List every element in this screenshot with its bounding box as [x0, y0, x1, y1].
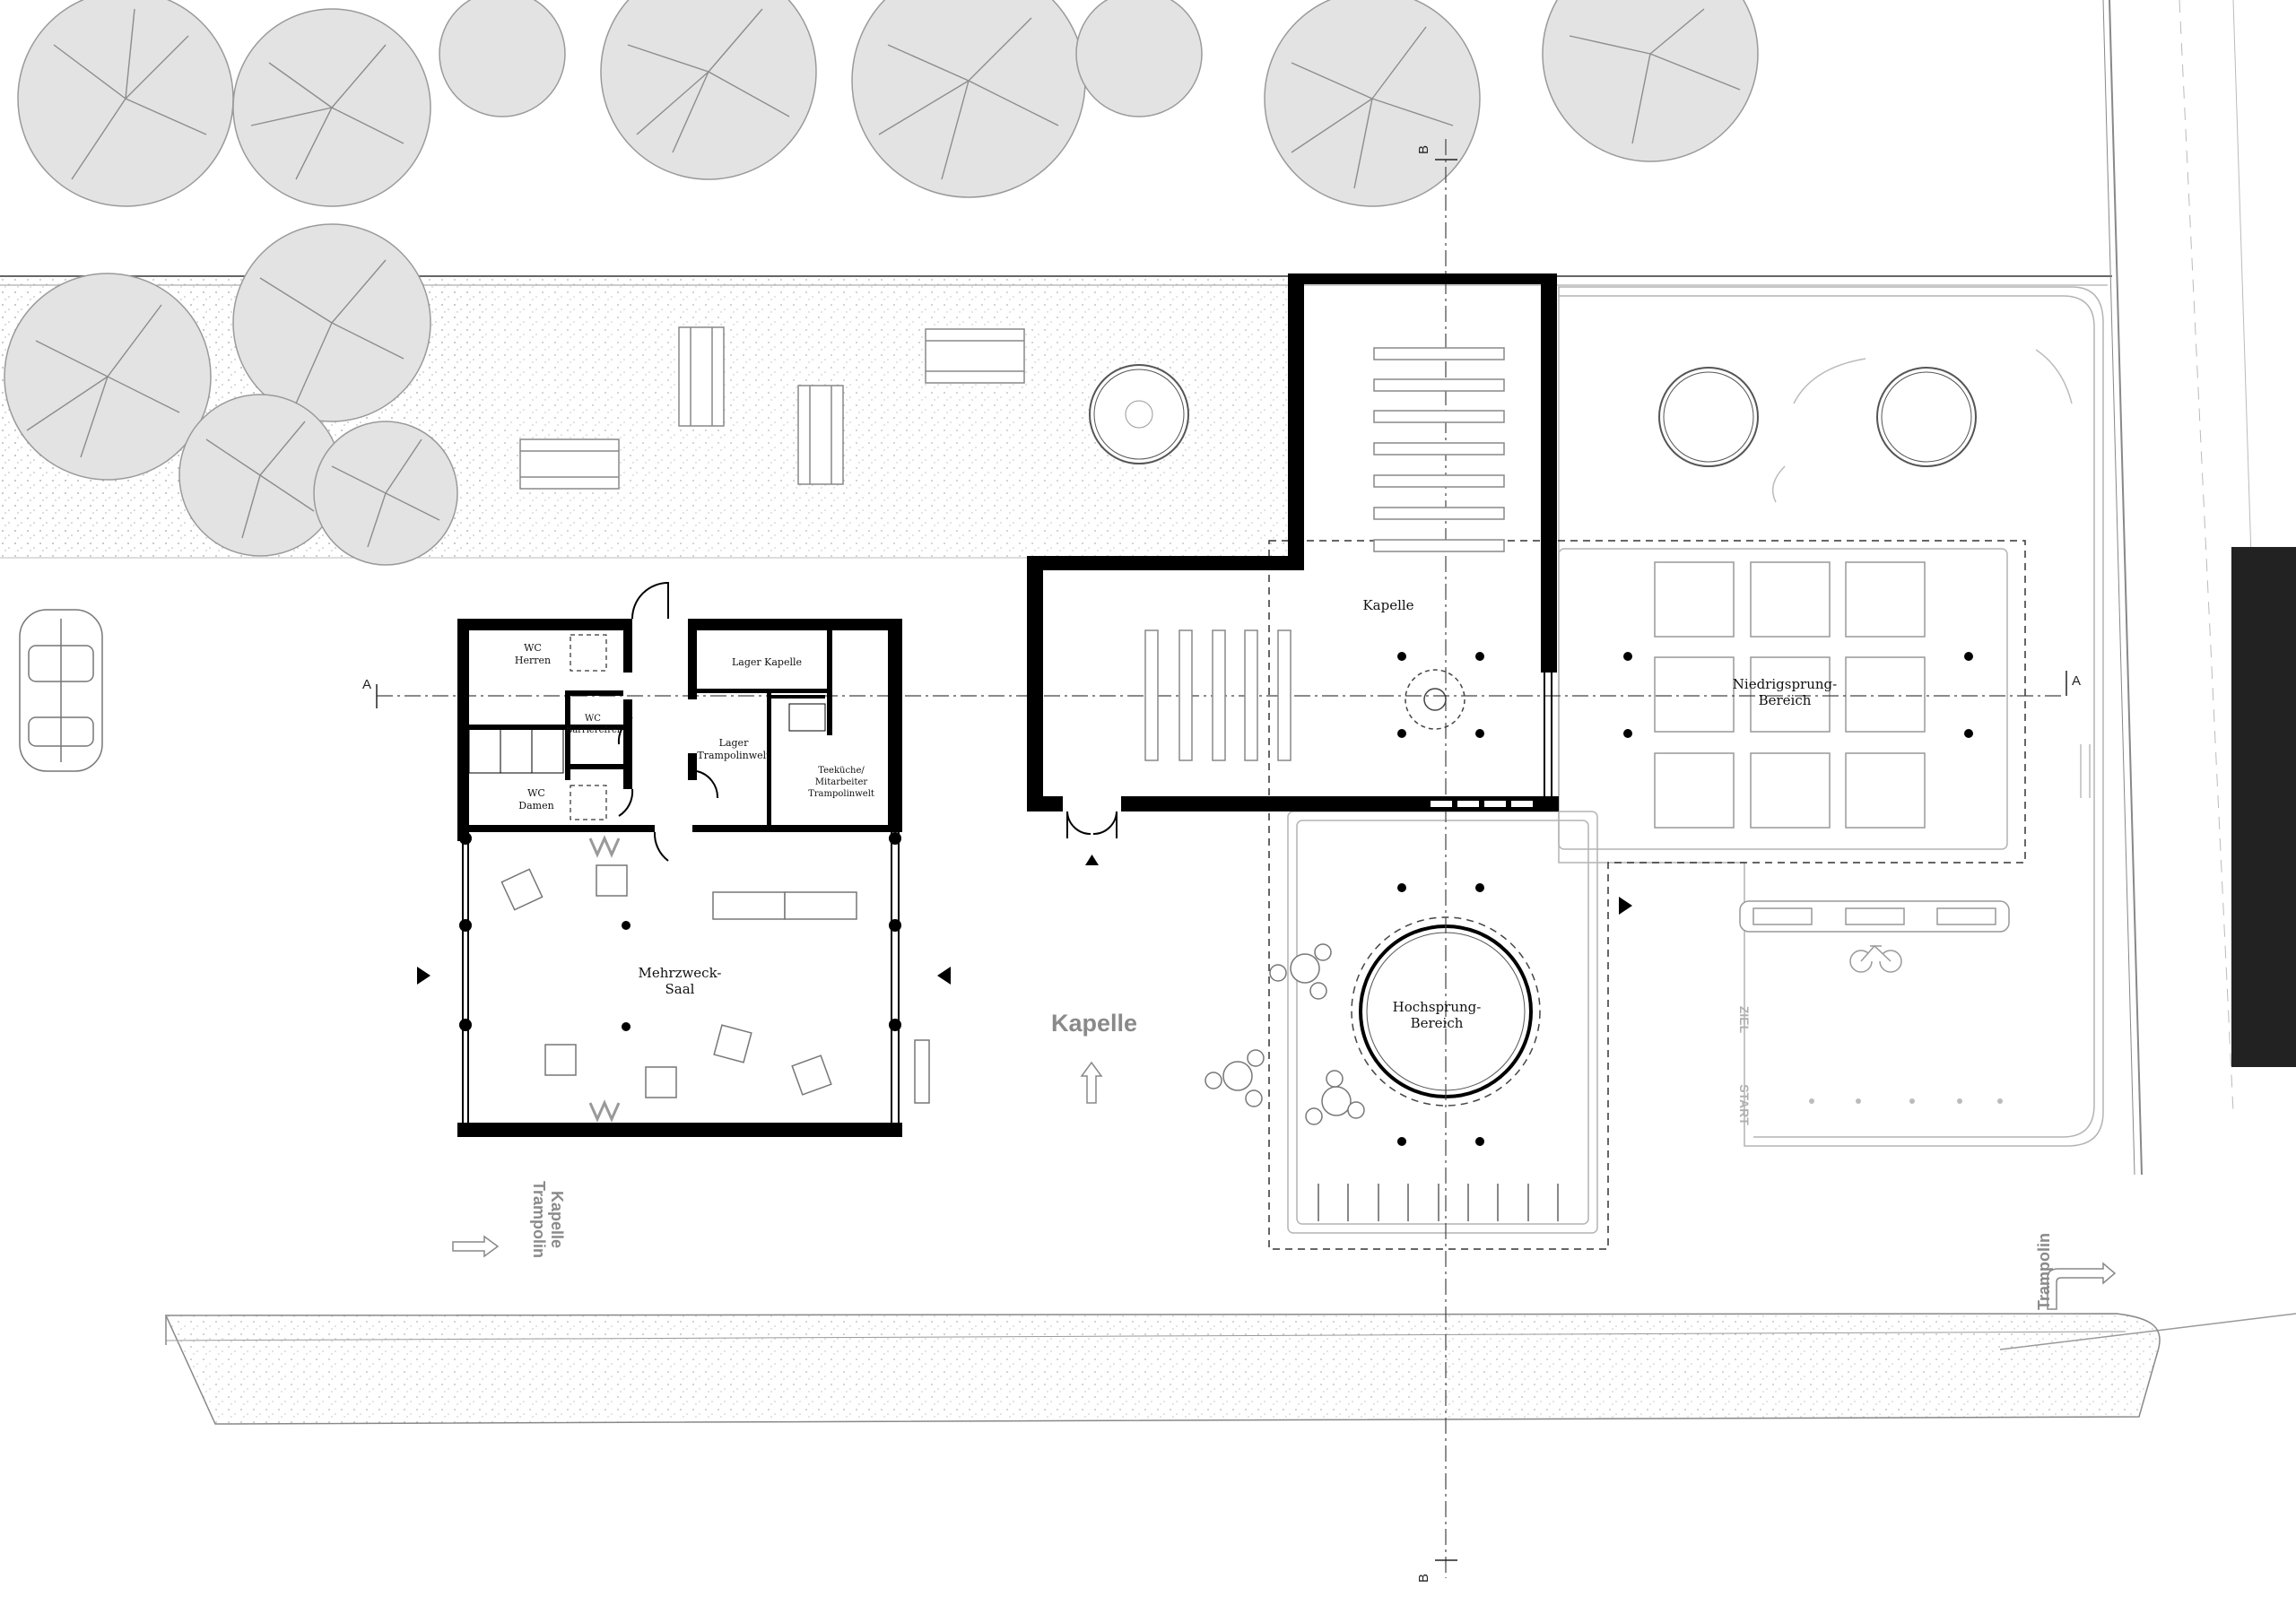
tree-canopy [600, 0, 817, 180]
entrance-arrow-west [417, 967, 430, 985]
entrance-arrows [417, 855, 1632, 985]
niedrigsprung-label-2: Bereich [1759, 692, 1812, 708]
direction-arrows [452, 1061, 2117, 1310]
kapelle-sign: Kapelle [1051, 1010, 1137, 1037]
wc-damen-label-1: WC [527, 787, 545, 799]
stacked-chairs [588, 835, 621, 1123]
tree-canopy [17, 0, 234, 207]
building-kapelle [1027, 273, 1559, 812]
lager-trampolinwelt-label-1: Lager [719, 737, 749, 749]
mehrzweck-walls-thin [462, 581, 900, 1123]
arrow-up-icon [1080, 1061, 1103, 1104]
trampoline-grid [1654, 561, 1926, 829]
outdoor-seating [1205, 943, 1365, 1125]
kapelle-walls-thin [1066, 673, 1552, 838]
saal-furniture [500, 864, 930, 1104]
tree-canopy [439, 0, 566, 117]
wc-barrierefrei-label-2: Barrierefrei [566, 725, 620, 735]
mehrzweck-saal-label-2: Saal [665, 981, 695, 997]
mehrzweck-saal-label-1: Mehrzweck- [639, 965, 722, 981]
room-labels: WC Herren WC Barrierefrei WC Damen Lager… [515, 597, 1837, 1031]
arrow-turn-icon [2047, 1262, 2117, 1310]
tree-canopy [851, 0, 1086, 198]
section-mark-b-top: B [1416, 145, 1431, 154]
wc-damen-label-2: Damen [518, 800, 553, 812]
road [1999, 0, 2296, 1350]
wc-herren-label-1: WC [524, 642, 542, 654]
section-mark-b-bottom: B [1416, 1574, 1431, 1583]
tree-canopy [1542, 0, 1759, 162]
car [19, 609, 103, 772]
ziel-marking: ZIEL [1737, 1006, 1752, 1034]
lager-kapelle-label: Lager Kapelle [732, 656, 802, 668]
section-marks [376, 159, 2067, 1561]
track-arrows [1771, 349, 2091, 798]
tree-canopy [1075, 0, 1203, 117]
tree-branches [26, 8, 1741, 548]
hochsprung-label-2: Bereich [1411, 1015, 1464, 1031]
entrance-arrow-trampolin [1619, 897, 1632, 915]
wayfinding-signs: Kapelle Kapelle Trampolin Trampolin ZIEL… [530, 1006, 2053, 1310]
arrow-right-icon [452, 1235, 500, 1258]
kapelle-pews [1144, 347, 1505, 761]
kapelle-trampolin-sign-1: Kapelle [548, 1191, 566, 1248]
teekueche-label-3: Trampolinwelt [808, 789, 874, 799]
wc-barrierefrei-label-1: WC [585, 714, 601, 724]
columns-dots [1397, 652, 1973, 1146]
roof-dashed-outline [1268, 540, 2026, 1250]
trampolin-sign: Trampolin [2035, 1233, 2053, 1310]
start-marking: START [1737, 1084, 1752, 1125]
round-planters [1089, 364, 1977, 467]
floor-stripes [1318, 1184, 1559, 1221]
tree-canopy [1264, 0, 1481, 207]
niedrigsprung-label-1: Niedrigsprung- [1733, 676, 1837, 692]
bike-rack [1739, 900, 2010, 973]
kapelle-altar [1405, 669, 1465, 730]
kapelle-window-band [1431, 801, 1533, 807]
section-mark-a-right: A [2072, 673, 2081, 689]
teekueche-label-2: Mitarbeiter [815, 777, 868, 787]
building-mehrzweck [457, 619, 902, 1137]
picnic-tables [519, 326, 1025, 490]
outdoor-zone-outlines [1287, 286, 2104, 1234]
mehrzweck-columns [459, 687, 901, 1031]
section-mark-a-left: A [362, 677, 371, 692]
tree-canopies [4, 0, 1759, 566]
teekueche-label-1: Teeküche/ [818, 766, 865, 776]
start-ziel-track [1809, 1098, 2003, 1104]
hochsprung-label-1: Hochsprung- [1393, 999, 1482, 1015]
kapelle-room-label: Kapelle [1362, 597, 1413, 613]
lager-trampolinwelt-label-2: Trampolinwelt [697, 750, 770, 761]
wc-herren-label-2: Herren [515, 655, 551, 666]
lower-gravel-strip [164, 1313, 2161, 1425]
entrance-arrow-east [937, 967, 951, 985]
kapelle-trampolin-sign-2: Trampolin [530, 1181, 548, 1258]
entrance-arrow-kapelle [1085, 855, 1099, 865]
